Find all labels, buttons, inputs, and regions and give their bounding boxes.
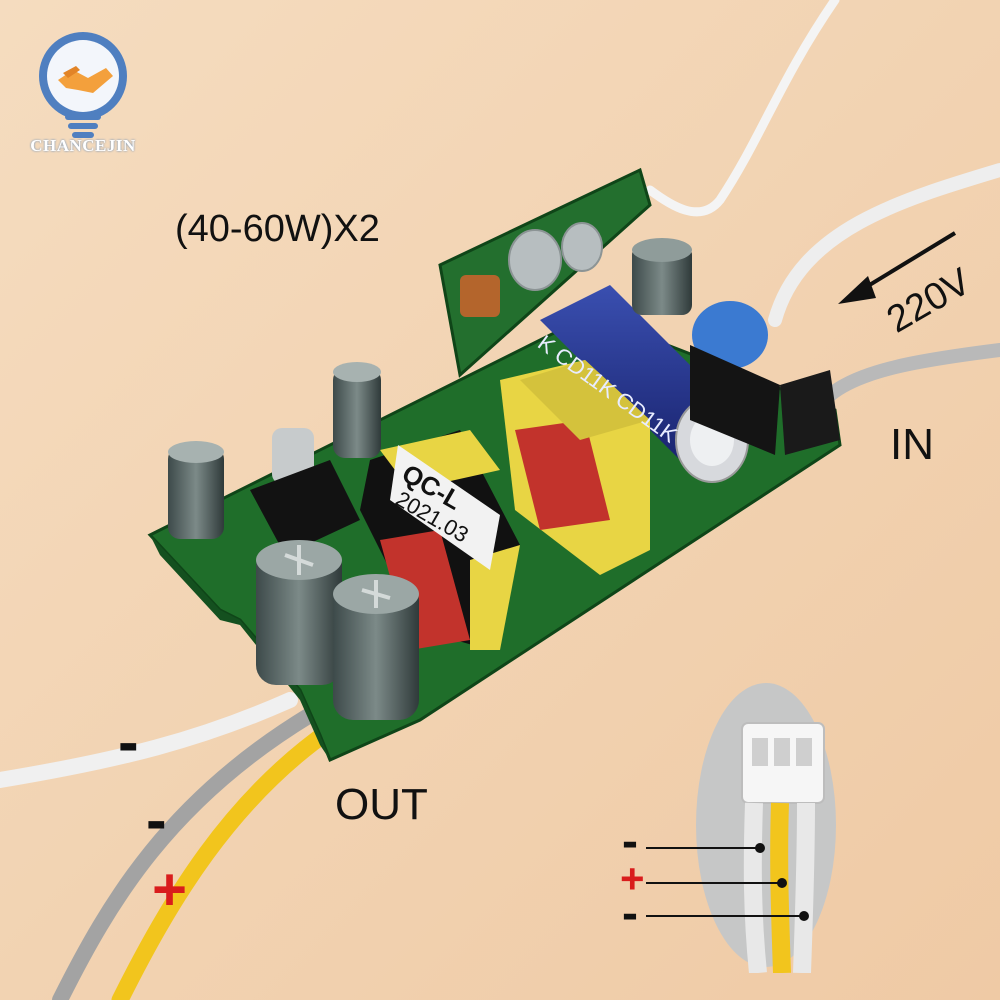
input-label: IN [890,420,934,469]
bridge-rectifier [690,345,780,455]
input-arrow-icon [838,231,957,304]
transformer-right [500,360,650,575]
top-wire [645,0,840,217]
inset-pin-3-sign: - [622,887,638,940]
output-wire-white [0,692,298,788]
inductor [460,275,500,317]
input-wire-grey [823,343,1000,402]
fuse-resistor [780,370,840,455]
output-sign-grey-wire: - [146,786,167,855]
inset-pin-2-sign: + [620,855,645,902]
brand-name: CHANCEJIN [30,136,136,155]
inset-pin-1-sign: - [622,815,638,868]
brand-logo-icon [39,32,127,138]
output-wire-yellow [111,721,339,1000]
connector-inset [646,683,836,973]
output-capacitors [256,540,419,720]
output-sign-white-wire: - [118,708,139,777]
disk-capacitor [692,301,768,369]
transformer-label-tag [390,445,500,570]
output-wire-grey [52,707,318,1000]
small-capacitor [508,229,562,291]
output-label: OUT [335,780,428,829]
power-ic [250,460,360,555]
power-rating-label: (40-60W)X2 [175,208,380,250]
output-sign-yellow-wire: + [152,856,188,923]
input-wire-white [768,163,1000,327]
